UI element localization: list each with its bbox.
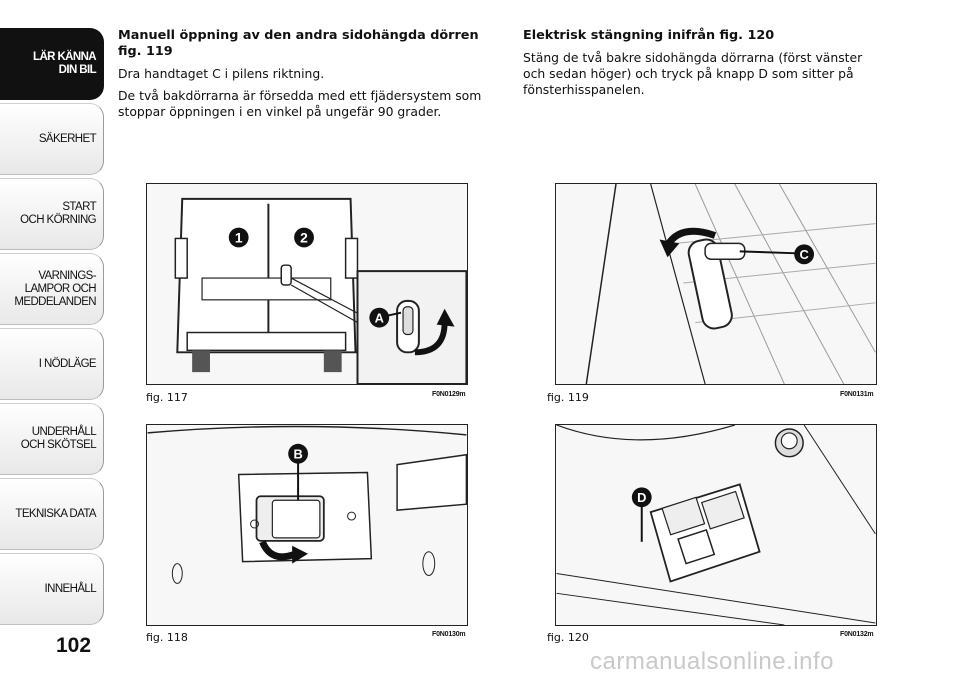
- label-c: C: [799, 247, 808, 262]
- tab-sakerhet[interactable]: SÄKERHET: [0, 103, 104, 175]
- tab-i-nodlage[interactable]: I NÖDLÄGE: [0, 328, 104, 400]
- caption-fig-119: fig. 119: [547, 391, 589, 404]
- label-a-badge: A: [369, 307, 402, 328]
- window-lift-panel-illustration: D: [556, 425, 876, 625]
- tab-varningslampor[interactable]: VARNINGS- LAMPOR OCH MEDDELANDEN: [0, 253, 104, 325]
- caption-fig-117: fig. 117: [146, 391, 188, 404]
- figure-118: B: [146, 424, 468, 626]
- section-heading-manual-opening: Manuell öppning av den andra sidohängda …: [118, 28, 479, 59]
- label-d-badge: D: [631, 487, 652, 542]
- figure-code-118: F0N0130m: [432, 631, 466, 638]
- figure-code-119: F0N0131m: [840, 391, 874, 398]
- exterior-handle-illustration: B: [147, 425, 467, 625]
- label-2: 2: [300, 229, 308, 245]
- label-c-badge: C: [739, 244, 815, 265]
- label-b-badge: B: [288, 443, 308, 501]
- tab-innehall[interactable]: INNEHÅLL: [0, 553, 104, 625]
- paragraph: De två bakdörrarna är försedda med ett f…: [118, 88, 482, 119]
- left-column: Manuell öppning av den andra sidohängda …: [118, 28, 486, 126]
- figure-119: C: [555, 183, 877, 385]
- label-2-badge: 2: [294, 227, 314, 248]
- label-1-badge: 1: [228, 227, 249, 248]
- caption-fig-120: fig. 120: [547, 631, 589, 644]
- paragraph: Dra handtaget C i pilens riktning.: [118, 66, 325, 81]
- label-a: A: [375, 311, 384, 326]
- tab-underhall[interactable]: UNDERHÅLL OCH SKÖTSEL: [0, 403, 104, 475]
- figure-code-120: F0N0132m: [840, 631, 874, 638]
- section-heading-electric-closing: Elektrisk stängning inifrån fig. 120: [523, 28, 775, 43]
- right-column: Elektrisk stängning inifrån fig. 120 Stä…: [523, 28, 883, 104]
- interior-lever-illustration: C: [556, 184, 876, 384]
- page-number: 102: [56, 634, 92, 657]
- label-b: B: [293, 447, 302, 462]
- tab-tekniska-data[interactable]: TEKNISKA DATA: [0, 478, 104, 550]
- van-rear-doors-illustration: 1 2 A: [147, 184, 467, 384]
- chapter-tabs: LÄR KÄNNA DIN BIL SÄKERHET START OCH KÖR…: [0, 28, 104, 628]
- label-d: D: [637, 490, 646, 505]
- figure-117: 1 2 A: [146, 183, 468, 385]
- tab-start-och-korning[interactable]: START OCH KÖRNING: [0, 178, 104, 250]
- watermark: carmanualsonline.info: [590, 648, 834, 675]
- figure-120: D: [555, 424, 877, 626]
- figure-code-117: F0N0129m: [432, 391, 466, 398]
- tab-lar-kanna-din-bil[interactable]: LÄR KÄNNA DIN BIL: [0, 28, 104, 100]
- paragraph: Stäng de två bakre sidohängda dörrarna (…: [523, 50, 863, 97]
- label-1: 1: [235, 229, 243, 245]
- caption-fig-118: fig. 118: [146, 631, 188, 644]
